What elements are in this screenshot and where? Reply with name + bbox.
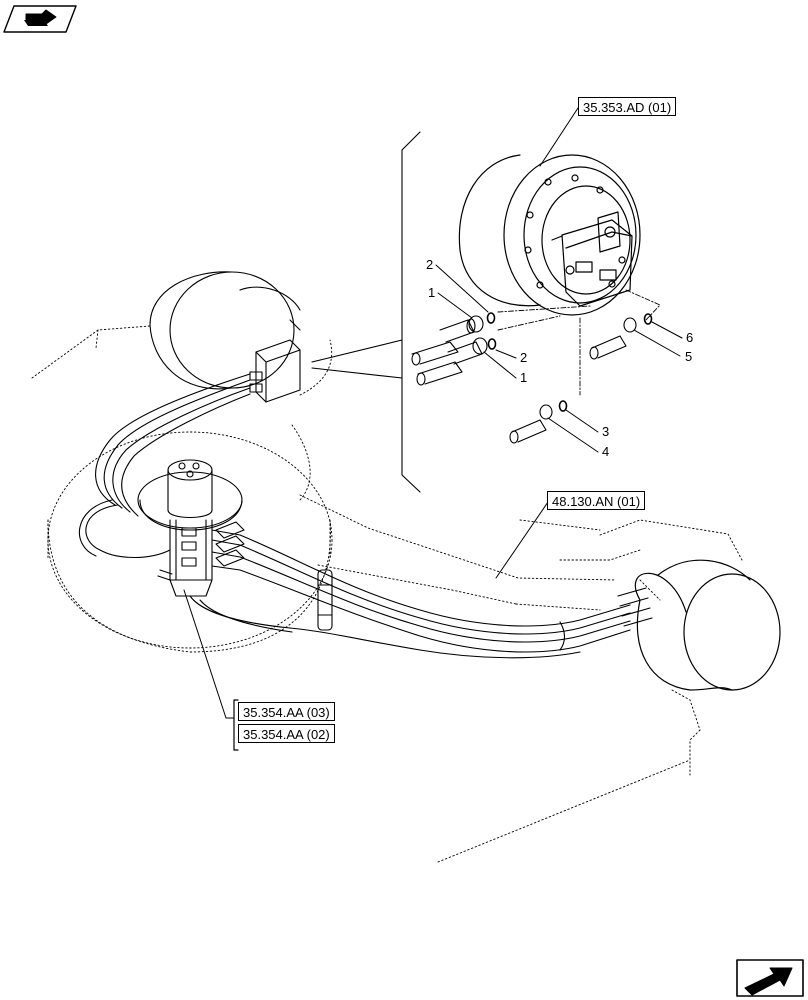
callout-6: 6 xyxy=(686,330,694,345)
callout-4: 4 xyxy=(602,444,610,459)
callout-1-lower: 1 xyxy=(520,370,528,385)
reference-bracket xyxy=(233,699,239,751)
detail-final-drive xyxy=(458,154,641,316)
reference-hoses[interactable]: 48.130.AN (01) xyxy=(547,491,646,510)
hydraulic-hoses xyxy=(78,373,653,659)
callout-2-upper: 2 xyxy=(426,257,434,272)
callout-5: 5 xyxy=(685,349,693,364)
frame-outline xyxy=(31,325,743,863)
next-page-arrow-icon[interactable] xyxy=(736,959,804,997)
callout-3: 3 xyxy=(602,424,610,439)
detail-fittings xyxy=(411,312,653,444)
swivel-joint xyxy=(137,459,243,597)
right-final-drive xyxy=(634,559,781,691)
book-navigation-icon[interactable] xyxy=(3,5,77,33)
callout-1-upper: 1 xyxy=(428,285,436,300)
detail-bracket xyxy=(311,131,421,493)
reference-final-drive[interactable]: 35.353.AD (01) xyxy=(578,97,677,116)
callout-leaders xyxy=(183,107,683,719)
reference-swivel-03[interactable]: 35.354.AA (03) xyxy=(238,702,335,721)
reference-swivel-02[interactable]: 35.354.AA (02) xyxy=(238,724,335,743)
callout-2-lower: 2 xyxy=(520,350,528,365)
left-final-drive xyxy=(149,271,301,403)
